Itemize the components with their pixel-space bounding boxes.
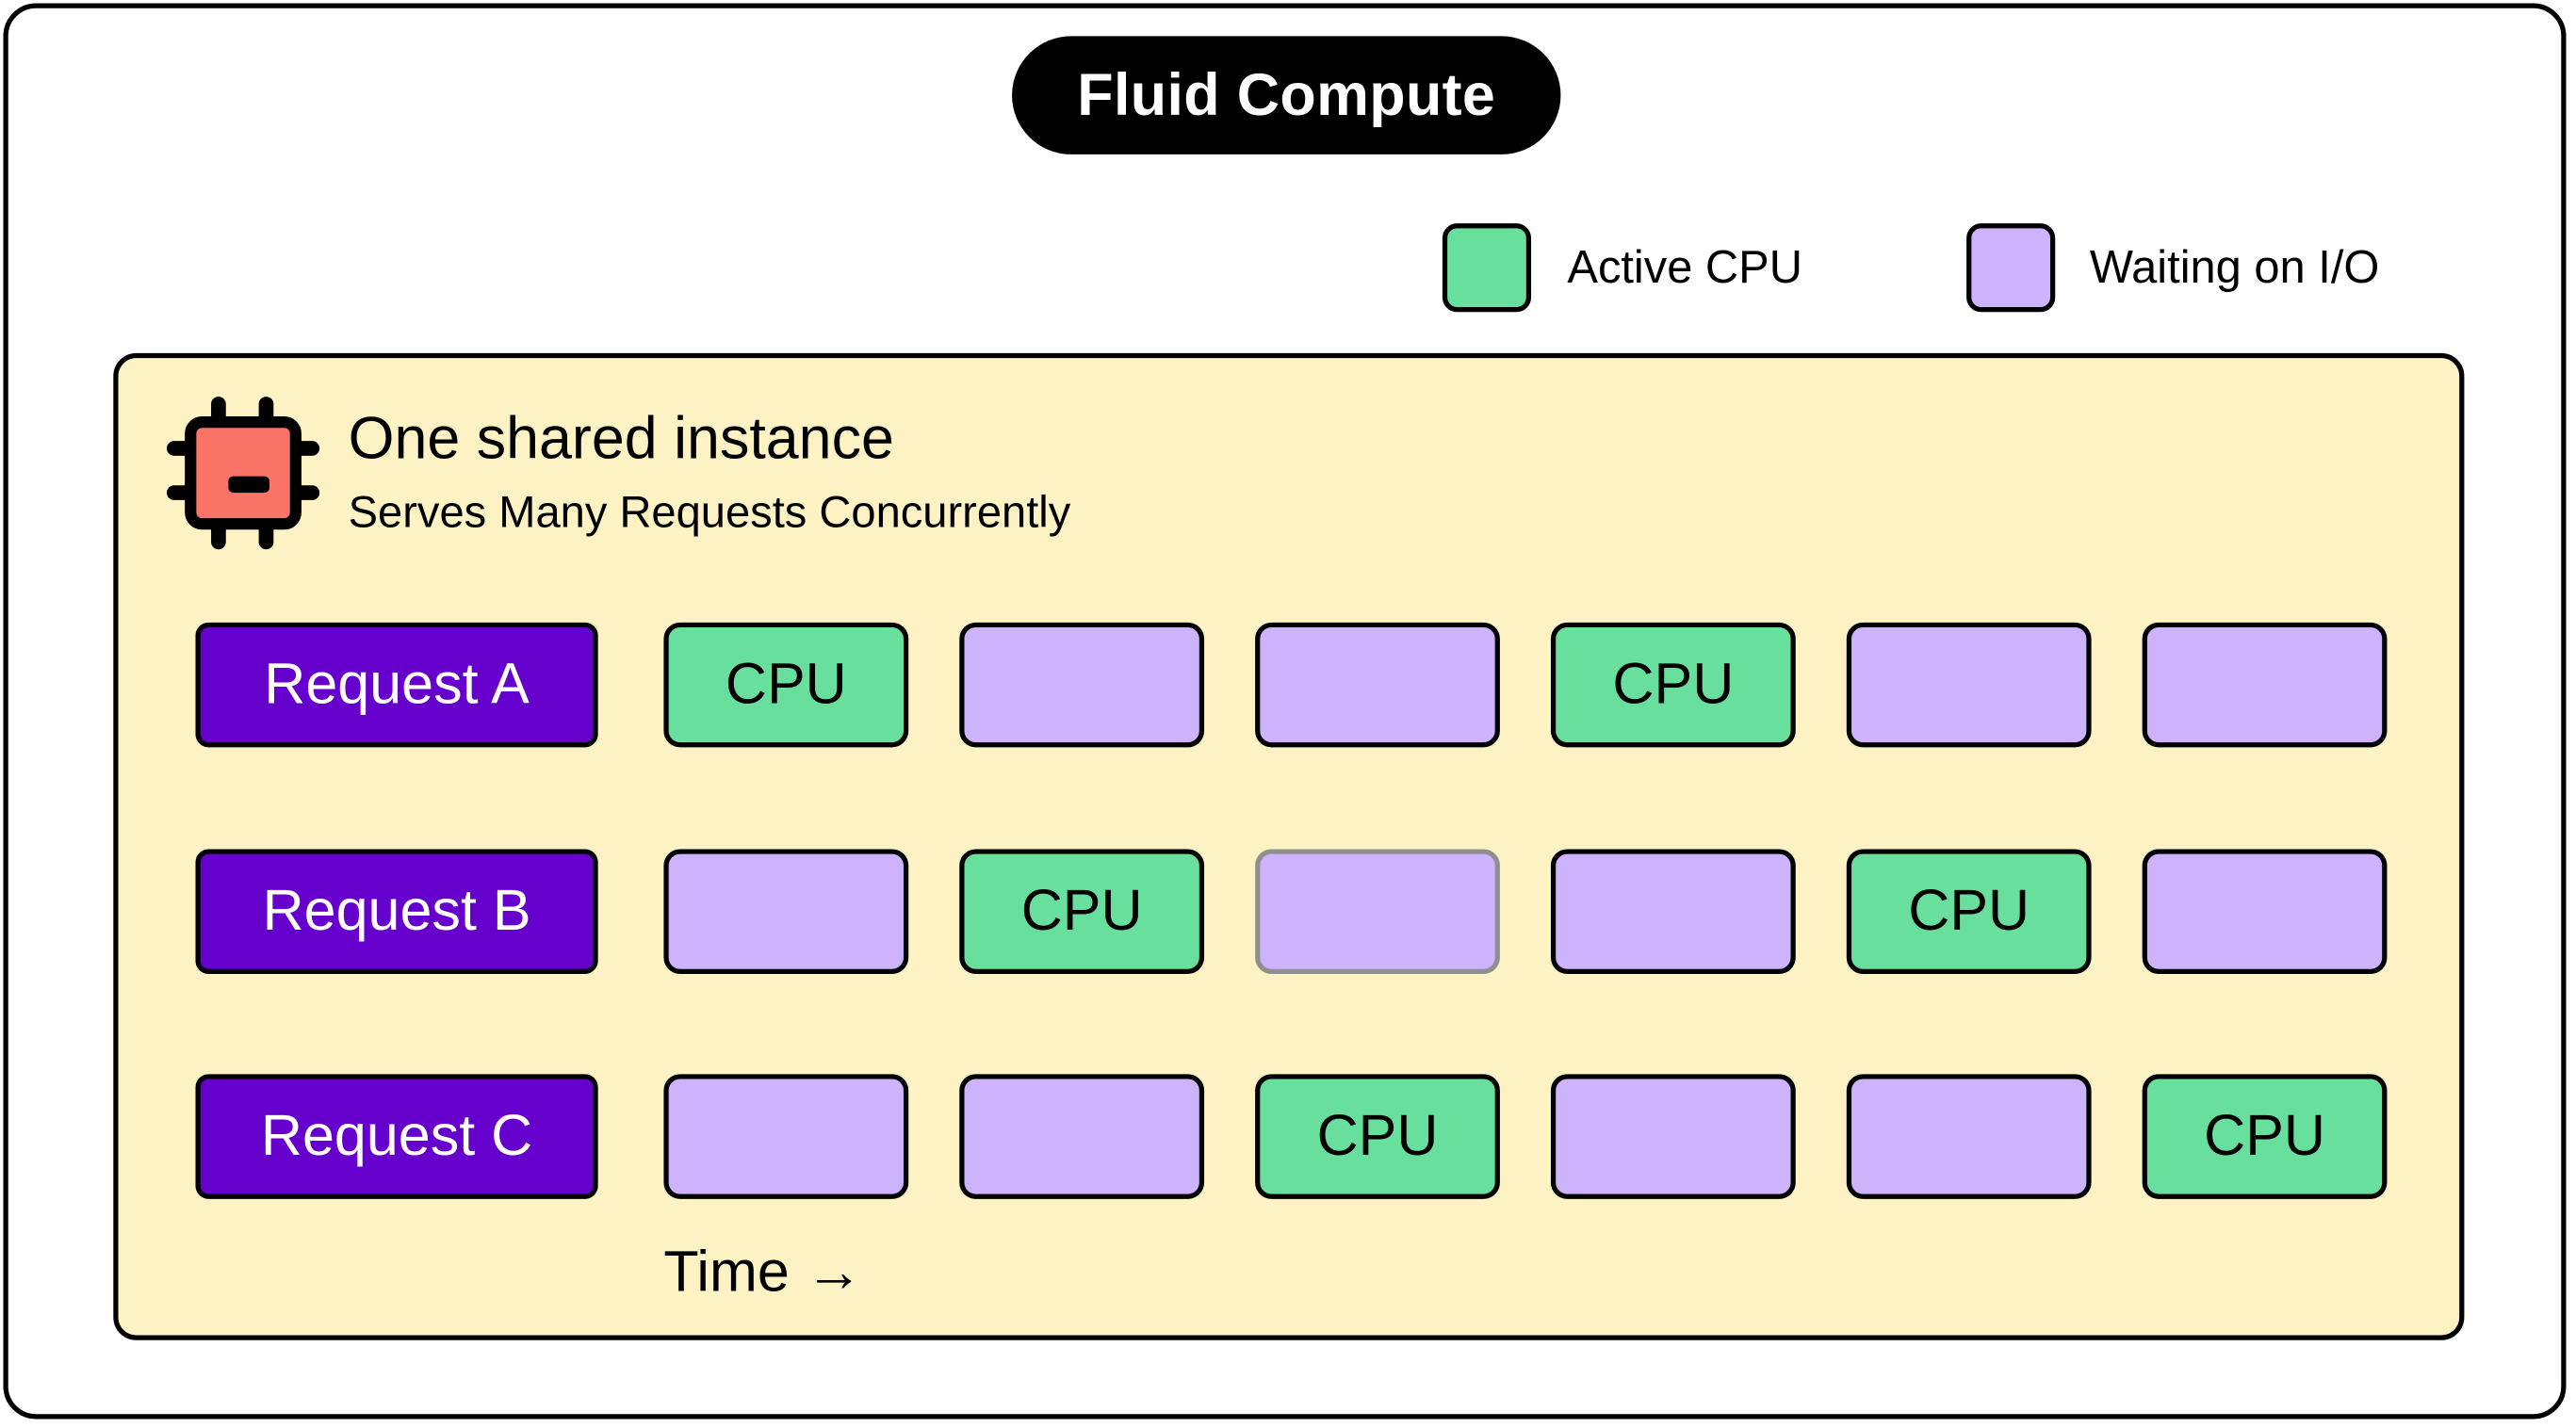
cpu-block-b-5: CPU <box>1846 849 2092 974</box>
title-pill: Fluid Compute <box>1012 36 1561 154</box>
cpu-block-a-4: CPU <box>1550 622 1796 748</box>
io-wait-block-b-3 <box>1255 849 1500 974</box>
io-wait-block-a-3 <box>1255 622 1500 748</box>
io-wait-block-a-2 <box>959 622 1205 748</box>
request-label-a: Request A <box>195 622 598 748</box>
legend-swatch-waiting-io <box>1966 223 2056 313</box>
io-wait-block-a-5 <box>1846 622 2092 748</box>
cpu-block-c-3: CPU <box>1255 1074 1500 1199</box>
io-wait-block-b-1 <box>663 849 909 974</box>
io-wait-block-a-6 <box>2142 622 2388 748</box>
io-wait-block-b-4 <box>1550 849 1796 974</box>
io-wait-block-c-4 <box>1550 1074 1796 1199</box>
time-axis-label: Time → <box>663 1240 863 1305</box>
io-wait-block-b-6 <box>2142 849 2388 974</box>
io-wait-block-c-5 <box>1846 1074 2092 1199</box>
request-label-c: Request C <box>195 1074 598 1199</box>
cpu-block-a-1: CPU <box>663 622 909 748</box>
legend-label-active-cpu: Active CPU <box>1567 241 1803 293</box>
io-wait-block-c-1 <box>663 1074 909 1199</box>
cpu-block-b-2: CPU <box>959 849 1205 974</box>
legend-swatch-active-cpu <box>1442 223 1532 313</box>
request-label-b: Request B <box>195 849 598 974</box>
instance-title: One shared instance <box>348 403 894 472</box>
instance-subtitle: Serves Many Requests Concurrently <box>348 487 1071 538</box>
legend-label-waiting-io: Waiting on I/O <box>2089 241 2380 293</box>
cpu-block-c-6: CPU <box>2142 1074 2388 1199</box>
io-wait-block-c-2 <box>959 1074 1205 1199</box>
diagram-title: Fluid Compute <box>1077 60 1496 129</box>
cpu-chip-icon <box>166 397 320 550</box>
